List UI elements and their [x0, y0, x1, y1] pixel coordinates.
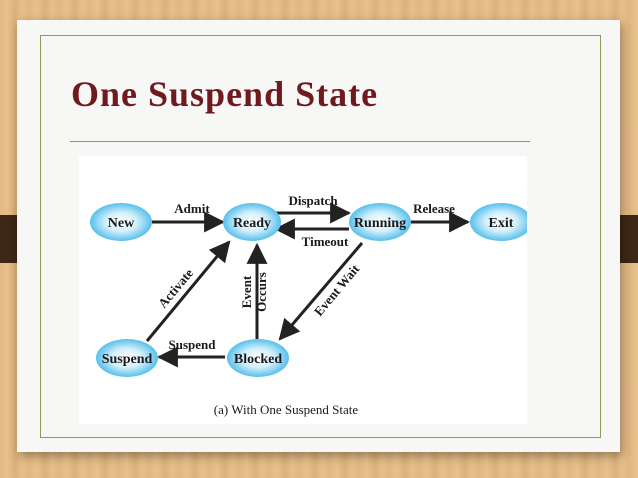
edge-event-occurs-label-line2: Occurs — [254, 272, 269, 312]
edge-admit-label: Admit — [174, 201, 210, 216]
node-new-label: New — [108, 216, 135, 231]
edge-dispatch-label: Dispatch — [288, 193, 338, 208]
node-ready-label: Ready — [233, 216, 271, 231]
state-diagram-svg: New Ready Running Exit Suspend Blocked A… — [90, 193, 527, 417]
node-blocked-label: Blocked — [234, 352, 282, 367]
node-exit: Exit — [470, 203, 527, 241]
node-suspend-label: Suspend — [102, 352, 153, 367]
edge-suspend-label: Suspend — [169, 337, 217, 352]
edge-activate-arrow — [145, 240, 231, 342]
edge-event-occurs-label-line1: Event — [239, 275, 254, 308]
edge-event-wait-arrow — [278, 242, 364, 341]
node-blocked: Blocked — [227, 339, 289, 377]
node-exit-label: Exit — [489, 216, 514, 231]
diagram-caption: (a) With One Suspend State — [214, 402, 359, 417]
node-ready: Ready — [223, 203, 281, 241]
slide-frame — [40, 35, 601, 438]
state-diagram: New Ready Running Exit Suspend Blocked A… — [79, 156, 527, 424]
node-running: Running — [349, 203, 411, 241]
node-running-label: Running — [354, 216, 406, 231]
edge-release-label: Release — [413, 201, 455, 216]
node-new: New — [90, 203, 152, 241]
title-divider — [70, 141, 530, 142]
edge-timeout-label: Timeout — [302, 234, 349, 249]
edges — [145, 202, 471, 368]
edge-event-wait-label: Event Wait — [311, 261, 363, 319]
slide-title: One Suspend State — [71, 74, 379, 114]
node-suspend: Suspend — [96, 339, 158, 377]
